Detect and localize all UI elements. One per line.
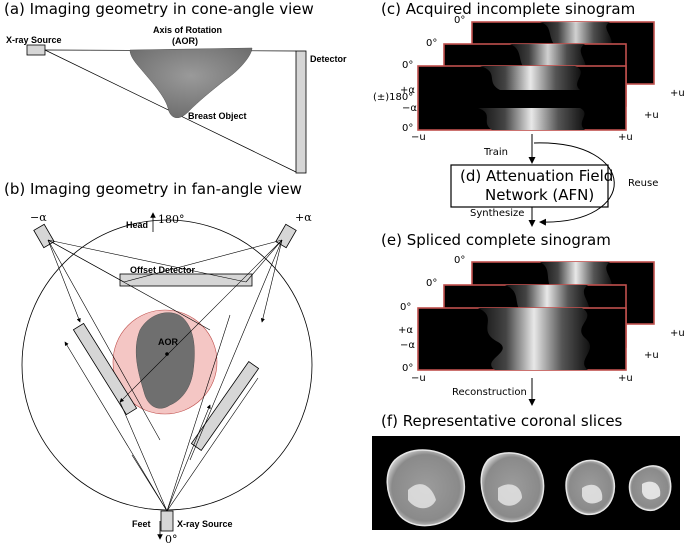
sino-c-minus-alpha: −α	[402, 103, 417, 114]
sino-c-bottom-0deg: 0°	[402, 123, 414, 134]
offset-detector-label: Offset Detector	[130, 265, 196, 275]
detector-panel	[295, 50, 307, 174]
feet-label: Feet	[132, 519, 151, 529]
breast-object-label: Breast Object	[188, 111, 247, 121]
detector-label: Detector	[310, 54, 347, 64]
sino-c-plus-u-front: +u	[618, 132, 633, 143]
minus-alpha-label-b: −α	[30, 211, 47, 224]
reconstruction-label: Reconstruction	[452, 387, 527, 398]
panel-e-graphics	[417, 261, 655, 406]
breast-object-shape	[129, 47, 253, 119]
source-minus-alpha	[33, 223, 55, 249]
synthesize-label: Synthesize	[470, 208, 525, 219]
sino-e-minus-u: −u	[411, 373, 426, 384]
breast-slice-shape	[135, 312, 195, 409]
sino-c-plus-u-mid: +u	[644, 110, 659, 121]
train-label: Train	[484, 147, 508, 158]
sino-c-back-0deg: 0°	[454, 15, 466, 26]
sino-e-back-0deg: 0°	[454, 255, 466, 266]
sino-e-plus-alpha: +α	[398, 325, 413, 336]
source-plus-alpha	[275, 223, 297, 249]
panel-f-graphics	[372, 436, 680, 530]
sino-e-bottom-0deg: 0°	[402, 363, 414, 374]
detector-left	[72, 322, 138, 416]
xray-source-label-b: X-ray Source	[177, 519, 233, 529]
head-label: Head	[126, 220, 149, 230]
sino-e-plus-u-back: +u	[670, 328, 685, 339]
reuse-label: Reuse	[628, 178, 659, 189]
reuse-arrow	[533, 142, 615, 226]
sino-c-front-0deg: 0°	[402, 60, 414, 71]
panel-a-graphics	[26, 44, 307, 174]
xray-source-block	[26, 44, 46, 56]
source-zero	[160, 510, 174, 532]
panel-c-graphics	[417, 21, 655, 131]
sino-e-minus-alpha: −α	[400, 340, 415, 351]
afn-box	[450, 164, 609, 208]
rotation-orbit	[21, 219, 313, 511]
axis-of-rotation-label: Axis of Rotation	[153, 25, 222, 35]
aor-point	[165, 352, 169, 356]
panel-a-title: (a) Imaging geometry in cone-angle view	[4, 0, 314, 18]
detector-right	[190, 361, 260, 451]
sino-c-plus-alpha: +α	[400, 85, 415, 96]
panel-c-title: (c) Acquired incomplete sinogram	[381, 0, 636, 18]
aor-abbr-label: (AOR)	[172, 36, 198, 46]
sino-c-minus-u: −u	[411, 132, 426, 143]
panel-f-title: (f) Representative coronal slices	[381, 412, 623, 430]
panel-d-graphics	[450, 134, 615, 227]
sino-e-plus-u-front: +u	[618, 373, 633, 384]
aor-label: AOR	[158, 337, 178, 347]
afn-box-line1: (d) Attenuation Field	[460, 167, 614, 185]
angle-0-label: 0°	[165, 533, 178, 546]
plus-alpha-label-b: +α	[295, 211, 312, 224]
angle-180-label: 180°	[158, 213, 185, 226]
panel-b-graphics	[21, 212, 313, 540]
sino-c-mid-0deg: 0°	[426, 38, 438, 49]
sino-c-pm180: (±)180°	[373, 92, 414, 103]
panel-b-title: (b) Imaging geometry in fan-angle view	[4, 180, 302, 198]
sino-e-mid-0deg: 0°	[426, 278, 438, 289]
offset-detector	[119, 273, 253, 287]
sino-c-plus-u-back: +u	[670, 88, 685, 99]
panel-e-title: (e) Spliced complete sinogram	[381, 231, 611, 249]
xray-source-label-a: X-ray Source	[6, 35, 62, 45]
sino-e-plus-u-mid: +u	[644, 350, 659, 361]
sino-e-front-0deg: 0°	[400, 302, 412, 313]
afn-box-line2: Network (AFN)	[485, 186, 595, 204]
